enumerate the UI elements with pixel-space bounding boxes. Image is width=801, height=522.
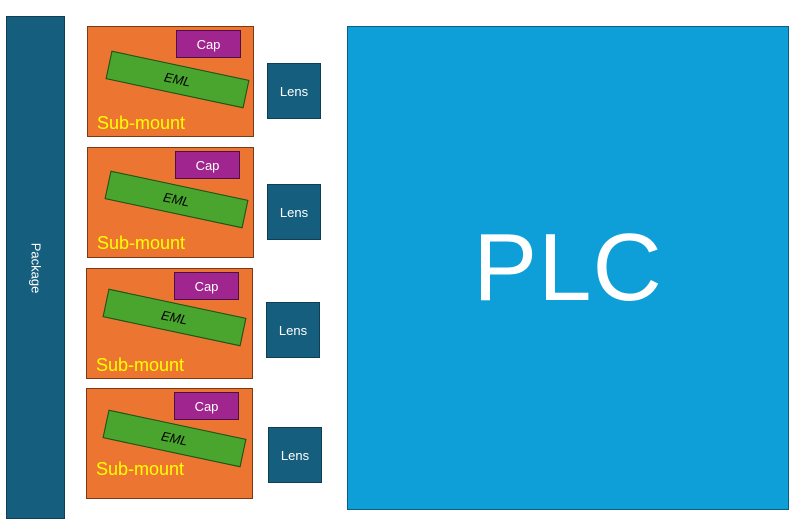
cap-block: Cap xyxy=(176,30,241,58)
lens-block: Lens xyxy=(268,427,322,483)
submount-label: Sub-mount xyxy=(96,355,185,375)
eml-block: EML xyxy=(105,50,250,109)
package-block: Package xyxy=(6,16,65,519)
submount-label: Sub-mount xyxy=(97,233,186,253)
submount-block: Cap EML Sub-mount xyxy=(87,147,254,258)
eml-block: EML xyxy=(104,170,249,229)
submount-block: Cap EML Sub-mount xyxy=(86,388,253,499)
plc-block: PLC xyxy=(347,26,789,510)
cap-block: Cap xyxy=(174,392,239,420)
plc-label: PLC xyxy=(473,214,663,321)
submount-label: Sub-mount xyxy=(97,113,186,133)
lens-block: Lens xyxy=(267,184,321,240)
lens-block: Lens xyxy=(266,302,320,358)
package-label: Package xyxy=(28,242,43,293)
cap-block: Cap xyxy=(174,272,239,300)
lens-block: Lens xyxy=(267,63,321,119)
submount-label: Sub-mount xyxy=(96,459,185,479)
submount-block: Cap EML Sub-mount xyxy=(86,268,253,379)
submount-block: Cap EML Sub-mount xyxy=(87,26,254,137)
cap-block: Cap xyxy=(175,151,240,179)
